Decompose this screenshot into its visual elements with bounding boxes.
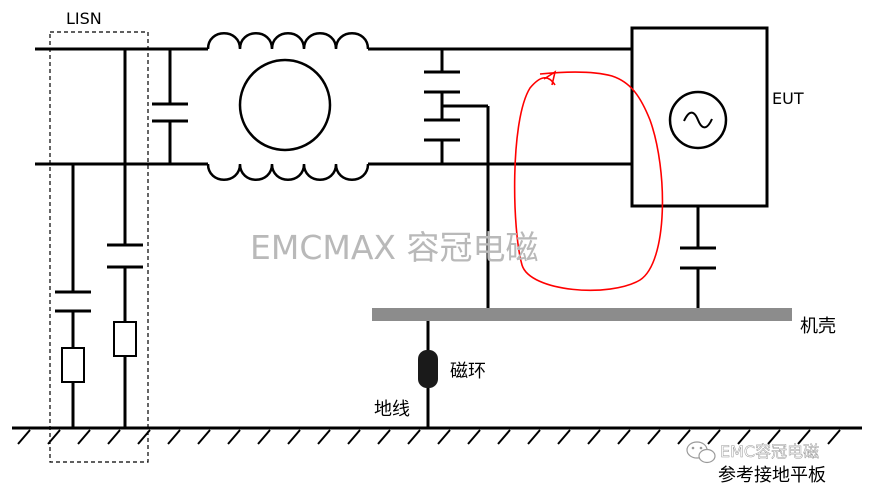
ferrite-bead [418,350,438,388]
chassis-bar [372,308,792,321]
ferrite-label: 磁环 [450,361,486,382]
ground-plane-label: 参考接地平板 [718,465,826,486]
lisn-label: LISN [66,9,102,28]
y-capacitors [424,49,490,308]
ac-source-icon [668,90,728,150]
footer-brand: EMC容冠电磁 [720,442,819,461]
chassis-label: 机壳 [800,316,836,337]
current-loop-arrow [543,70,557,86]
current-loop [513,71,664,292]
eut-chassis-capacitor [680,206,716,308]
eut-box [630,26,769,208]
lisn-box [49,31,149,463]
ground-plane [12,426,862,445]
watermark-text: EMCMAX 容冠电磁 [250,228,539,267]
power-lines [35,47,632,166]
ground-wire-label: 地线 [374,399,410,420]
common-mode-choke [206,32,370,181]
lisn-branch-right [107,49,143,428]
eut-label: EUT [772,89,804,108]
x-capacitor [152,49,188,164]
wechat-icon [686,441,716,464]
lisn-branch-left [55,164,91,428]
